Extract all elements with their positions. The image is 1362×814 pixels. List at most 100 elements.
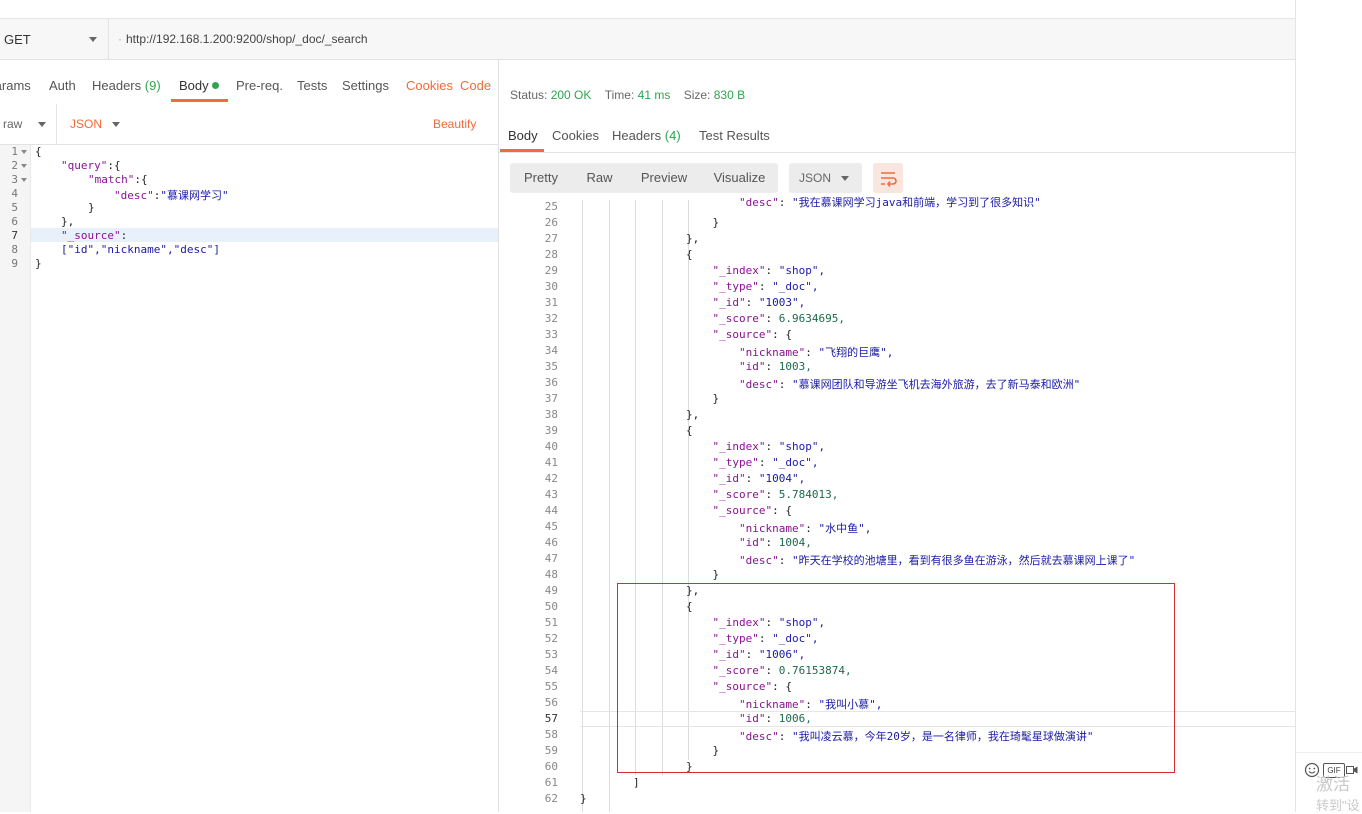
- status-label: Status:: [510, 88, 548, 102]
- beautify-button[interactable]: Beautify: [433, 117, 477, 131]
- request-code-line[interactable]: "_source":: [61, 229, 128, 242]
- response-code-line[interactable]: "id": 1003,: [739, 360, 812, 373]
- response-code-line[interactable]: "_id": "1003",: [712, 296, 806, 309]
- response-code-line[interactable]: }: [686, 760, 693, 773]
- response-format-select[interactable]: JSON: [789, 163, 862, 193]
- request-code-line[interactable]: "query":{: [61, 159, 121, 172]
- tab-body[interactable]: Body: [179, 78, 220, 93]
- request-code-line[interactable]: ["id","nickname","desc"]: [61, 243, 220, 256]
- request-code-line[interactable]: "match":{: [88, 173, 148, 186]
- response-line-number: 49: [544, 584, 558, 597]
- response-code-line[interactable]: "_type": "_doc",: [712, 280, 819, 293]
- chevron-down-icon: [841, 176, 849, 181]
- response-line-number: 43: [544, 488, 558, 501]
- response-active-line: [580, 711, 1295, 727]
- response-tab-body[interactable]: Body: [508, 128, 538, 143]
- response-code-line[interactable]: }: [712, 216, 720, 229]
- response-tab-test-results[interactable]: Test Results: [699, 128, 770, 143]
- tab-params[interactable]: Params: [0, 78, 31, 93]
- response-code-line[interactable]: "_index": "shop",: [712, 440, 826, 453]
- pretty-button[interactable]: Pretty: [524, 170, 558, 185]
- response-code-line[interactable]: "desc": "昨天在学校的池塘里，看到有很多鱼在游泳，然后就去慕课网上课了": [739, 554, 1136, 567]
- response-code-line[interactable]: "id": 1006,: [739, 712, 812, 725]
- fold-toggle-icon[interactable]: [21, 164, 27, 168]
- fold-toggle-icon[interactable]: [21, 178, 27, 182]
- response-code-line[interactable]: "_source": {: [712, 328, 792, 341]
- response-code-line[interactable]: "_score": 5.784013,: [712, 488, 839, 501]
- response-code-line[interactable]: },: [686, 232, 700, 245]
- tab-pre-request[interactable]: Pre-req.: [236, 78, 283, 93]
- tab-headers[interactable]: Headers (9): [92, 78, 161, 93]
- body-mode-select[interactable]: raw: [3, 117, 23, 131]
- response-tab-underline: [500, 149, 544, 152]
- raw-button[interactable]: Raw: [586, 170, 613, 185]
- response-code-line[interactable]: {: [686, 600, 693, 613]
- postman-window: GET http://192.168.1.200:9200/shop/_doc/…: [0, 0, 1295, 812]
- body-format-select[interactable]: JSON: [70, 117, 103, 131]
- response-line-number: 27: [544, 232, 558, 245]
- request-code-line[interactable]: }: [88, 201, 95, 214]
- indent-guide: [635, 200, 636, 775]
- fold-toggle-icon[interactable]: [21, 150, 27, 154]
- method-label: GET: [4, 32, 31, 47]
- response-code-line[interactable]: }: [712, 744, 720, 757]
- response-code-line[interactable]: "nickname": "我叫小慕",: [739, 698, 883, 711]
- wrap-lines-button[interactable]: [873, 163, 903, 193]
- code-link[interactable]: Code: [460, 78, 492, 93]
- request-code-line[interactable]: {: [35, 145, 42, 158]
- response-code-line[interactable]: "_id": "1006",: [712, 648, 806, 661]
- response-code-line[interactable]: "_type": "_doc",: [712, 632, 819, 645]
- response-line-number: 31: [544, 296, 558, 309]
- response-line-number: 46: [544, 536, 558, 549]
- response-line-number: 29: [544, 264, 558, 277]
- response-code-line[interactable]: "nickname": "水中鱼",: [739, 522, 872, 535]
- response-code-line[interactable]: "_source": {: [712, 504, 792, 517]
- video-icon[interactable]: [1346, 764, 1358, 776]
- response-code-line[interactable]: }: [580, 792, 587, 805]
- response-code-line[interactable]: ]: [633, 776, 640, 789]
- visualize-button[interactable]: Visualize: [713, 170, 766, 185]
- response-code-line[interactable]: "_index": "shop",: [712, 264, 826, 277]
- response-code-line[interactable]: },: [686, 584, 700, 597]
- response-code-line[interactable]: }: [712, 568, 720, 581]
- active-dot-icon: [212, 82, 220, 89]
- response-code-line[interactable]: "id": 1004,: [739, 536, 812, 549]
- request-code-line[interactable]: "desc":"慕课网学习": [114, 189, 229, 202]
- response-code-line[interactable]: {: [686, 424, 693, 437]
- response-code-line[interactable]: "_source": {: [712, 680, 792, 693]
- response-code-line[interactable]: "desc": "慕课网团队和导游坐飞机去海外旅游，去了新马泰和欧洲": [739, 378, 1081, 391]
- response-code-line[interactable]: "_score": 6.9634695,: [712, 312, 845, 325]
- response-line-number: 47: [544, 552, 558, 565]
- url-input[interactable]: http://192.168.1.200:9200/shop/_doc/_sea…: [118, 32, 368, 46]
- response-status: Status: 200 OK Time: 41 ms Size: 830 B: [510, 88, 745, 102]
- tab-tests[interactable]: Tests: [297, 78, 328, 93]
- preview-button[interactable]: Preview: [640, 170, 688, 185]
- response-code-line[interactable]: "nickname": "飞翔的巨鹰",: [739, 346, 894, 359]
- response-code-line[interactable]: },: [686, 408, 700, 421]
- response-code-line[interactable]: "_score": 0.76153874,: [712, 664, 852, 677]
- method-select[interactable]: GET: [0, 19, 109, 59]
- response-line-number: 54: [544, 664, 558, 677]
- response-code-line[interactable]: "desc": "我在慕课网学习java和前端，学习到了很多知识": [739, 196, 1041, 209]
- response-code-line[interactable]: "_type": "_doc",: [712, 456, 819, 469]
- tab-headers-label: Headers: [92, 78, 142, 93]
- cookies-link[interactable]: Cookies: [406, 78, 453, 93]
- line-number: 4: [11, 187, 18, 200]
- response-code-line[interactable]: "desc": "我叫凌云慕，今年20岁，是一名律师，我在琦髦星球做演讲": [739, 730, 1094, 743]
- response-code-line[interactable]: {: [686, 248, 693, 261]
- gif-button[interactable]: GIF: [1323, 763, 1345, 778]
- line-number: 1: [11, 145, 18, 158]
- response-code-line[interactable]: "_id": "1004",: [712, 472, 806, 485]
- active-line-highlight: [31, 228, 498, 242]
- response-code-line[interactable]: "_index": "shop",: [712, 616, 826, 629]
- request-code-line[interactable]: },: [61, 215, 75, 228]
- tab-auth[interactable]: Auth: [49, 78, 76, 93]
- response-code-line[interactable]: }: [712, 392, 720, 405]
- pane-divider[interactable]: [498, 60, 499, 812]
- tab-settings[interactable]: Settings: [342, 78, 389, 93]
- smiley-icon[interactable]: [1304, 762, 1320, 778]
- response-tab-cookies[interactable]: Cookies: [552, 128, 599, 143]
- response-tab-headers[interactable]: Headers (4): [612, 128, 681, 143]
- response-line-number: 41: [544, 456, 558, 469]
- request-code-line[interactable]: }: [35, 257, 42, 270]
